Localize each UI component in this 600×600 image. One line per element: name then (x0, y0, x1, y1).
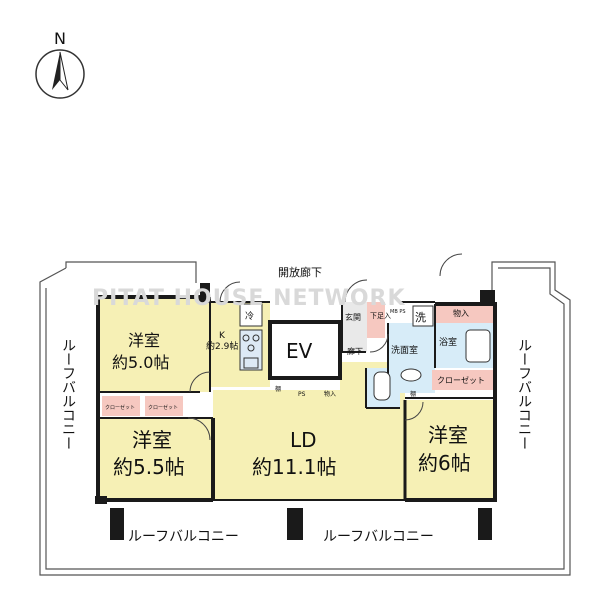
storage-label: 物入 (453, 308, 469, 318)
floor-closet-2 (145, 396, 183, 416)
door-western-3 (404, 401, 424, 421)
compass-circle (35, 49, 85, 99)
north-arrow-icon (52, 52, 60, 90)
small-storage-label: 物入 (324, 390, 336, 398)
floor-closet-big (432, 370, 494, 390)
mbps-label: MB PS (390, 309, 406, 315)
balcony-outline (39, 261, 571, 576)
floor-western-3 (405, 400, 495, 500)
ev-label: EV (286, 339, 313, 363)
column-1 (95, 496, 107, 504)
wall-entrance (341, 302, 366, 353)
watermark: PITAT HOUSE NETWORK (92, 286, 406, 311)
balcony-right-label: ルーフバルコニー (516, 338, 532, 450)
burner-2 (252, 334, 260, 342)
western-1-size: 約5.0帖 (112, 353, 169, 372)
kitchen-size: 約2.9帖 (206, 340, 238, 352)
burner-3 (247, 344, 255, 352)
door-western-2 (187, 417, 211, 441)
column-3 (287, 508, 303, 540)
western-1-name: 洋室 (128, 331, 160, 350)
wall-right (405, 302, 497, 502)
western-2-size: 約5.5帖 (113, 455, 185, 479)
compass-north-label: N (54, 29, 66, 48)
columns (95, 283, 495, 540)
balcony-top-left-rail (65, 261, 197, 283)
closet-big-label: クローゼット (437, 375, 485, 385)
bathtub-icon (465, 329, 491, 363)
column-2 (110, 508, 124, 540)
sink-icon (243, 357, 259, 369)
washroom-label: 洗面室 (391, 344, 418, 356)
bathroom-label: 浴室 (439, 336, 457, 348)
shelf-2-label: 棚 (410, 390, 416, 398)
entrance-label: 玄関 (345, 312, 361, 322)
ld-name: LD (290, 428, 317, 452)
laundry-label: 洗 (415, 311, 426, 324)
door-entrance (344, 279, 368, 303)
ps-label: PS (298, 391, 306, 398)
ld-size: 約11.1帖 (252, 455, 337, 479)
door-western-1 (189, 371, 211, 393)
fridge-box (239, 303, 263, 327)
balcony-outer-rail (39, 261, 571, 576)
north-arrow-outline (59, 51, 69, 91)
stove-icon (239, 329, 263, 371)
door-storage (439, 253, 463, 277)
wash-basin-icon (400, 368, 422, 382)
hallway-label: 廊下 (347, 346, 363, 356)
floor-ev (270, 322, 340, 378)
shoe-storage-label: 下足入 (370, 312, 391, 320)
door-kitchen (219, 281, 241, 303)
toilet-icon (373, 371, 391, 401)
western-3-name: 洋室 (428, 423, 468, 447)
compass: N (35, 29, 85, 99)
shelf-1-label: 棚 (275, 385, 281, 393)
corridor-label: 開放廊下 (278, 265, 322, 279)
balcony-left-label: ルーフバルコニー (60, 338, 76, 450)
column-4 (478, 508, 492, 540)
fixtures (239, 303, 491, 401)
western-2-name: 洋室 (132, 428, 172, 452)
floor-western-2 (98, 418, 213, 500)
burner-1 (242, 334, 250, 342)
floor-closet-1 (102, 396, 140, 416)
wall-ev (268, 320, 342, 380)
balcony-inner-rail (45, 267, 565, 570)
balcony-bottom-right-label: ルーフバルコニー (323, 529, 434, 545)
floor-western-1 (98, 297, 210, 392)
doors (187, 253, 463, 441)
washer-box (412, 305, 434, 327)
western-3-size: 約6帖 (418, 451, 471, 475)
floor-shoe-storage (367, 302, 385, 338)
closet-2-label: クローゼット (148, 404, 178, 411)
floor-entrance (342, 302, 367, 352)
closet-1-label: クローゼット (105, 404, 135, 411)
column-5 (200, 283, 210, 302)
door-washroom (369, 333, 389, 353)
floor-storage (435, 304, 495, 323)
column-6 (480, 290, 495, 304)
balcony-bottom-left-label: ルーフバルコニー (128, 529, 239, 545)
fridge-label: 冷 (245, 310, 254, 322)
kitchen-name: K (219, 331, 226, 341)
